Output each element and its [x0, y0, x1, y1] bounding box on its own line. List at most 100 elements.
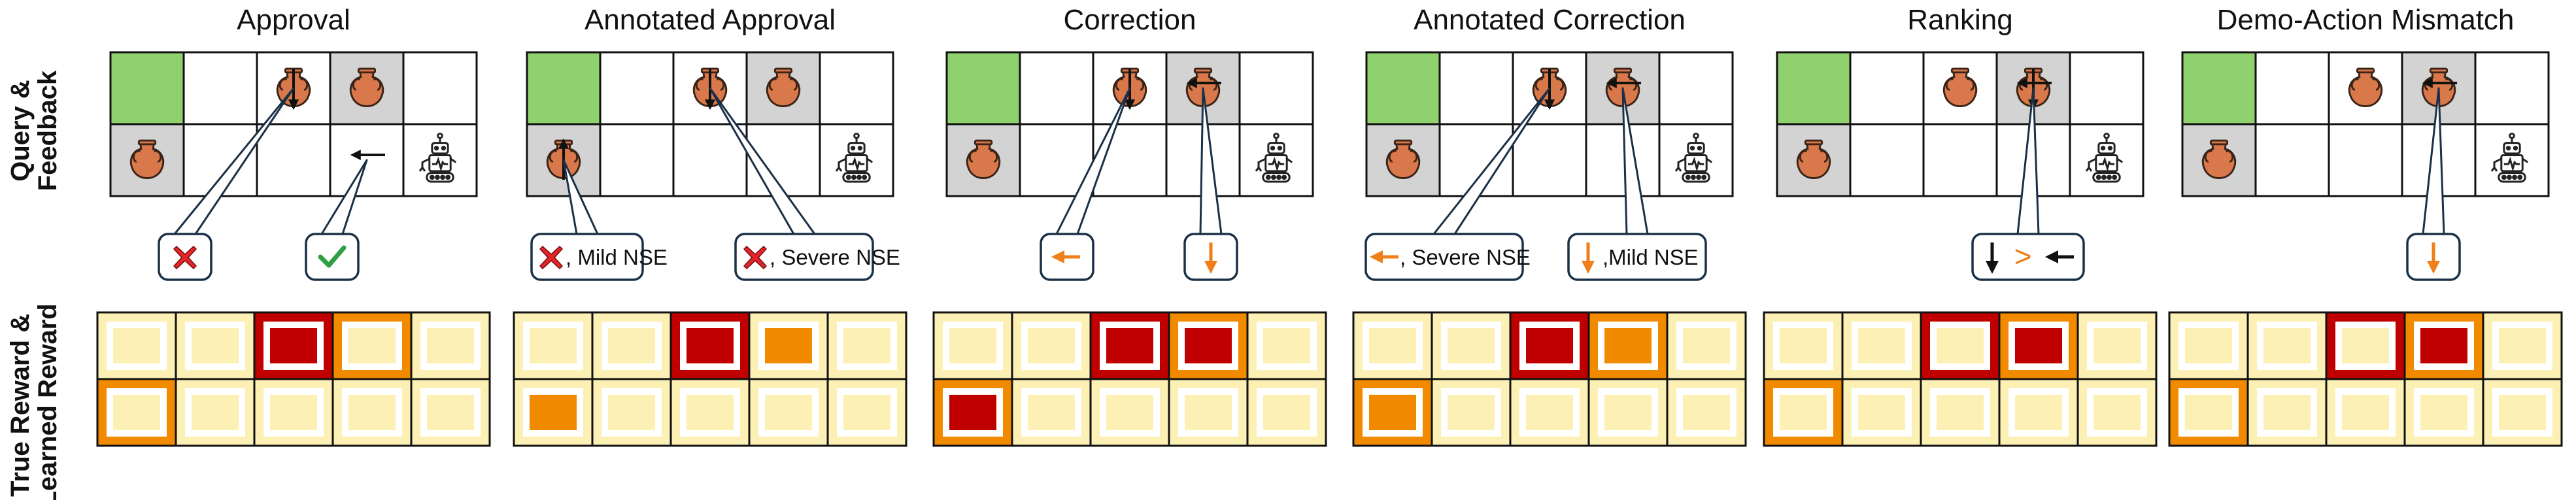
reward-inner [2499, 328, 2546, 363]
reward-cell [1998, 311, 2079, 380]
reward-inner [2499, 395, 2546, 430]
reward-cell [2246, 378, 2328, 447]
cross-icon [173, 245, 197, 270]
reward-cell [2076, 311, 2158, 380]
grid-cell [2254, 123, 2330, 197]
goal-cell [1365, 51, 1441, 125]
reward-inner [1604, 395, 1652, 430]
vase-icon [966, 139, 1001, 180]
grid-cell [1658, 51, 1734, 125]
grid-cell [2069, 123, 2144, 197]
panel-2: Annotated Approval, Mild NSE, Severe NSE [513, 4, 907, 447]
reward-grid [1352, 311, 1747, 447]
reward-inner [1028, 395, 1075, 430]
reward-inner [2420, 395, 2467, 430]
grid-cell [402, 51, 478, 125]
reward-inner [949, 328, 996, 363]
reward-inner [2093, 395, 2141, 430]
check-icon [318, 245, 347, 268]
reward-cell [1168, 311, 1249, 380]
query-grid [109, 51, 478, 197]
reward-cell [2482, 378, 2563, 447]
reward-inner [1448, 328, 1495, 363]
query-grid [1776, 51, 2144, 197]
panel-title: Annotated Approval [585, 4, 836, 36]
reward-cell [1841, 311, 1922, 380]
panel-title: Ranking [1907, 4, 2012, 36]
callout-box [305, 233, 360, 281]
reward-cell [1509, 378, 1590, 447]
feedback-callout: > [1971, 87, 2085, 281]
reward-inner [270, 395, 317, 430]
row-label-query: Query &Feedback [6, 70, 62, 191]
reward-cell [96, 378, 177, 447]
panel-4: Annotated Correction, Severe NSE,Mild NS… [1352, 4, 1747, 447]
robot-icon [418, 132, 457, 183]
grid-cell [2328, 123, 2403, 197]
vase-icon [349, 67, 384, 108]
reward-inner [686, 395, 734, 430]
reward-inner [192, 395, 239, 430]
grid-cell [182, 51, 258, 125]
reward-cell [2325, 311, 2406, 380]
reward-cell [826, 311, 907, 380]
reward-inner [1858, 395, 1905, 430]
reward-cell [2168, 311, 2249, 380]
grid-cell [1849, 123, 1925, 197]
reward-cell [175, 378, 256, 447]
reward-grid [1763, 311, 2158, 447]
grid-cell [1019, 51, 1094, 125]
robot-icon [2085, 132, 2124, 183]
reward-inner [765, 395, 812, 430]
reward-cell [591, 378, 672, 447]
reward-cell [1352, 378, 1433, 447]
reward-inner [1780, 328, 1827, 363]
grid-cell [1438, 51, 1514, 125]
reward-inner [1106, 328, 1153, 363]
grid-cell [2474, 123, 2550, 197]
grid-cell [2474, 51, 2550, 125]
reward-inner [530, 395, 577, 430]
feedback-callout: , Severe NSE [709, 87, 900, 281]
reward-inner [348, 328, 396, 363]
reward-inner [2015, 328, 2062, 363]
row-label-query-line2: Feedback [33, 70, 62, 191]
vase-icon [766, 67, 801, 108]
goal-cell [526, 51, 602, 125]
reward-cell [513, 378, 594, 447]
grid-cell [1238, 51, 1314, 125]
reward-inner [1185, 395, 1232, 430]
goal-cell [945, 51, 1021, 125]
robot-icon [1674, 132, 1713, 183]
reward-cell [591, 311, 672, 380]
reward-inner [2185, 395, 2232, 430]
feedback-callout [305, 159, 368, 281]
reward-inner [949, 395, 996, 430]
reward-cell [1587, 378, 1669, 447]
grid-cell [2069, 51, 2144, 125]
callout-box [1364, 233, 1524, 281]
cross-icon [743, 245, 768, 270]
vase-icon [1942, 67, 1978, 108]
reward-inner [2263, 328, 2311, 363]
reward-inner [1526, 395, 1573, 430]
robot-icon [1255, 132, 1293, 183]
reward-inner [1028, 328, 1075, 363]
callout-box [734, 233, 874, 281]
query-grid [945, 51, 1314, 197]
vase-icon [1385, 139, 1421, 180]
query-grid [526, 51, 894, 197]
grid-cell [1512, 123, 1587, 197]
reward-cell [175, 311, 256, 380]
feedback-callout: , Severe NSE [1364, 87, 1551, 281]
reward-cell [253, 378, 334, 447]
ranking-symbol: > [2014, 239, 2032, 273]
reward-cell [1587, 311, 1669, 380]
reward-cell [2482, 311, 2563, 380]
panel-5: Ranking > [1763, 4, 2158, 447]
reward-inner [1683, 328, 1730, 363]
reward-inner [270, 328, 317, 363]
reward-cell [1509, 311, 1590, 380]
feedback-callout [2406, 87, 2461, 281]
goal-cell [2181, 51, 2257, 125]
